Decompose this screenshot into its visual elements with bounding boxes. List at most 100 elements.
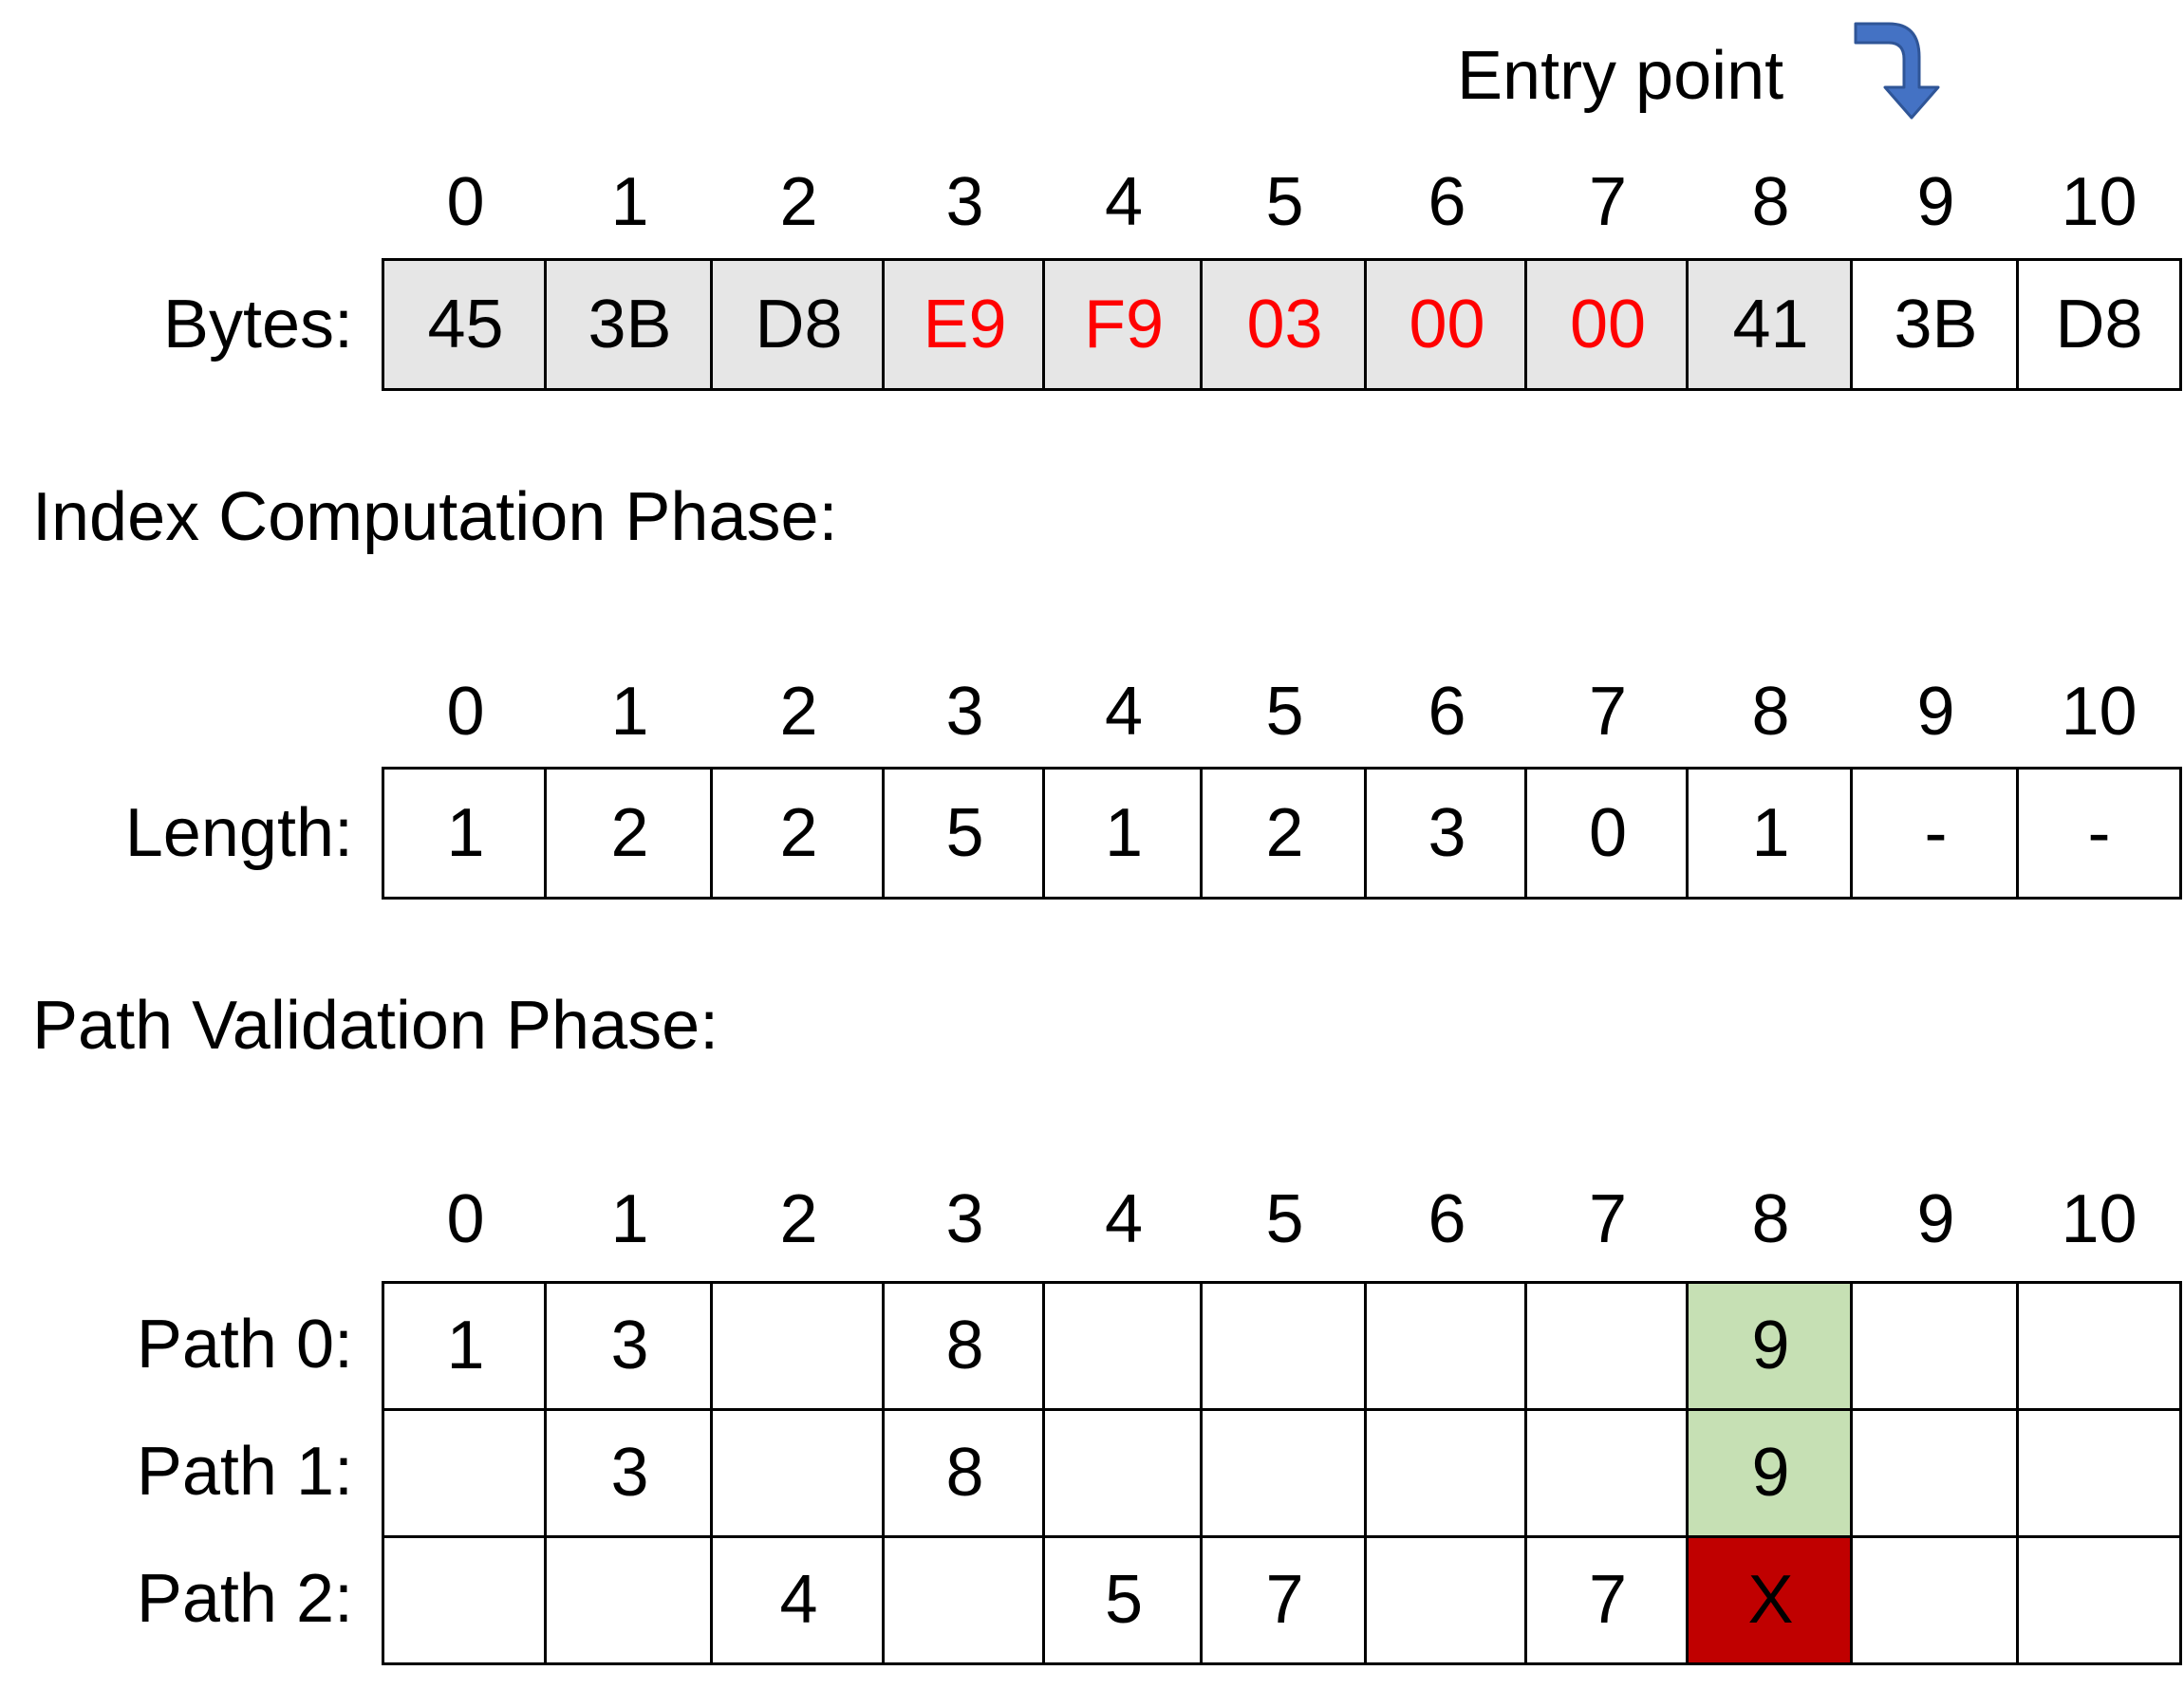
length-cell: 1 [1042, 767, 1205, 900]
path-cell [1042, 1408, 1205, 1538]
column-index-2: 2 [779, 674, 818, 750]
column-index-6: 6 [1428, 164, 1466, 240]
path-cell [1042, 1281, 1205, 1411]
byte-cell: 3B [1850, 258, 2022, 391]
column-index-10: 10 [2061, 164, 2137, 240]
length-cell: 5 [882, 767, 1048, 900]
column-index-7: 7 [1588, 164, 1628, 240]
length-cell: 2 [710, 767, 887, 900]
column-index-0: 0 [446, 1181, 485, 1257]
length-cell: 1 [1686, 767, 1856, 900]
path-cell: 7 [1524, 1535, 1691, 1665]
column-index-10: 10 [2061, 1181, 2137, 1257]
column-index-5: 5 [1265, 164, 1304, 240]
byte-cell: 00 [1364, 258, 1530, 391]
entry-point-label: Entry point [1457, 38, 1784, 114]
column-index-8: 8 [1751, 1181, 1790, 1257]
path-cell: 4 [710, 1535, 887, 1665]
path-cell [882, 1535, 1048, 1665]
path-cell: 3 [544, 1408, 716, 1538]
length-cell: - [1850, 767, 2022, 900]
path-cell [1850, 1535, 2022, 1665]
length-row-label: Length: [124, 795, 353, 871]
path-cell [1850, 1408, 2022, 1538]
length-cell: 3 [1364, 767, 1530, 900]
path-cell [1200, 1408, 1370, 1538]
length-cell: - [2016, 767, 2182, 900]
path-cell [710, 1408, 887, 1538]
column-index-3: 3 [945, 674, 984, 750]
column-index-3: 3 [945, 1181, 984, 1257]
path-cell: 1 [382, 1281, 550, 1411]
path-cell [1364, 1535, 1530, 1665]
column-index-4: 4 [1104, 1181, 1144, 1257]
path-cell [1850, 1281, 2022, 1411]
column-index-7: 7 [1588, 1181, 1628, 1257]
path-cell [544, 1535, 716, 1665]
path-0-label: Path 0: [136, 1307, 353, 1383]
curved-arrow-down-icon [1851, 19, 1946, 120]
column-index-3: 3 [945, 164, 984, 240]
byte-cell: E9 [882, 258, 1048, 391]
column-index-9: 9 [1916, 1181, 1955, 1257]
column-index-8: 8 [1751, 674, 1790, 750]
column-index-2: 2 [779, 164, 818, 240]
bytes-row-label: Bytes: [162, 287, 353, 362]
column-index-9: 9 [1916, 164, 1955, 240]
path-1-label: Path 1: [136, 1434, 353, 1510]
column-index-0: 0 [446, 164, 485, 240]
column-index-9: 9 [1916, 674, 1955, 750]
path-cell: 9 [1686, 1281, 1856, 1411]
path-cell [1524, 1408, 1691, 1538]
path-cell: 8 [882, 1408, 1048, 1538]
column-index-4: 4 [1104, 164, 1144, 240]
path-validation-phase-title: Path Validation Phase: [32, 988, 719, 1064]
column-index-6: 6 [1428, 674, 1466, 750]
column-index-1: 1 [610, 164, 649, 240]
path-cell: 3 [544, 1281, 716, 1411]
length-cell: 2 [1200, 767, 1370, 900]
path-cell [1364, 1408, 1530, 1538]
column-index-0: 0 [446, 674, 485, 750]
column-index-1: 1 [610, 1181, 649, 1257]
path-cell: 8 [882, 1281, 1048, 1411]
length-cell: 1 [382, 767, 550, 900]
path-cell [2016, 1281, 2182, 1411]
byte-cell: 00 [1524, 258, 1691, 391]
column-index-5: 5 [1265, 674, 1304, 750]
byte-cell: F9 [1042, 258, 1205, 391]
path-cell [710, 1281, 887, 1411]
path-cell [1364, 1281, 1530, 1411]
column-index-8: 8 [1751, 164, 1790, 240]
index-computation-phase-title: Index Computation Phase: [32, 479, 838, 555]
byte-cell: D8 [2016, 258, 2182, 391]
path-cell: 7 [1200, 1535, 1370, 1665]
path-cell [1524, 1281, 1691, 1411]
column-index-6: 6 [1428, 1181, 1466, 1257]
byte-cell: 3B [544, 258, 716, 391]
path-cell: 5 [1042, 1535, 1205, 1665]
path-cell [2016, 1408, 2182, 1538]
path-2-label: Path 2: [136, 1561, 353, 1637]
column-index-7: 7 [1588, 674, 1628, 750]
byte-cell: 03 [1200, 258, 1370, 391]
path-cell [2016, 1535, 2182, 1665]
path-cell: 9 [1686, 1408, 1856, 1538]
byte-cell: 45 [382, 258, 550, 391]
column-index-2: 2 [779, 1181, 818, 1257]
column-index-4: 4 [1104, 674, 1144, 750]
column-index-1: 1 [610, 674, 649, 750]
path-cell [382, 1535, 550, 1665]
length-cell: 0 [1524, 767, 1691, 900]
path-cell: X [1686, 1535, 1856, 1665]
length-cell: 2 [544, 767, 716, 900]
path-cell [1200, 1281, 1370, 1411]
byte-cell: D8 [710, 258, 887, 391]
